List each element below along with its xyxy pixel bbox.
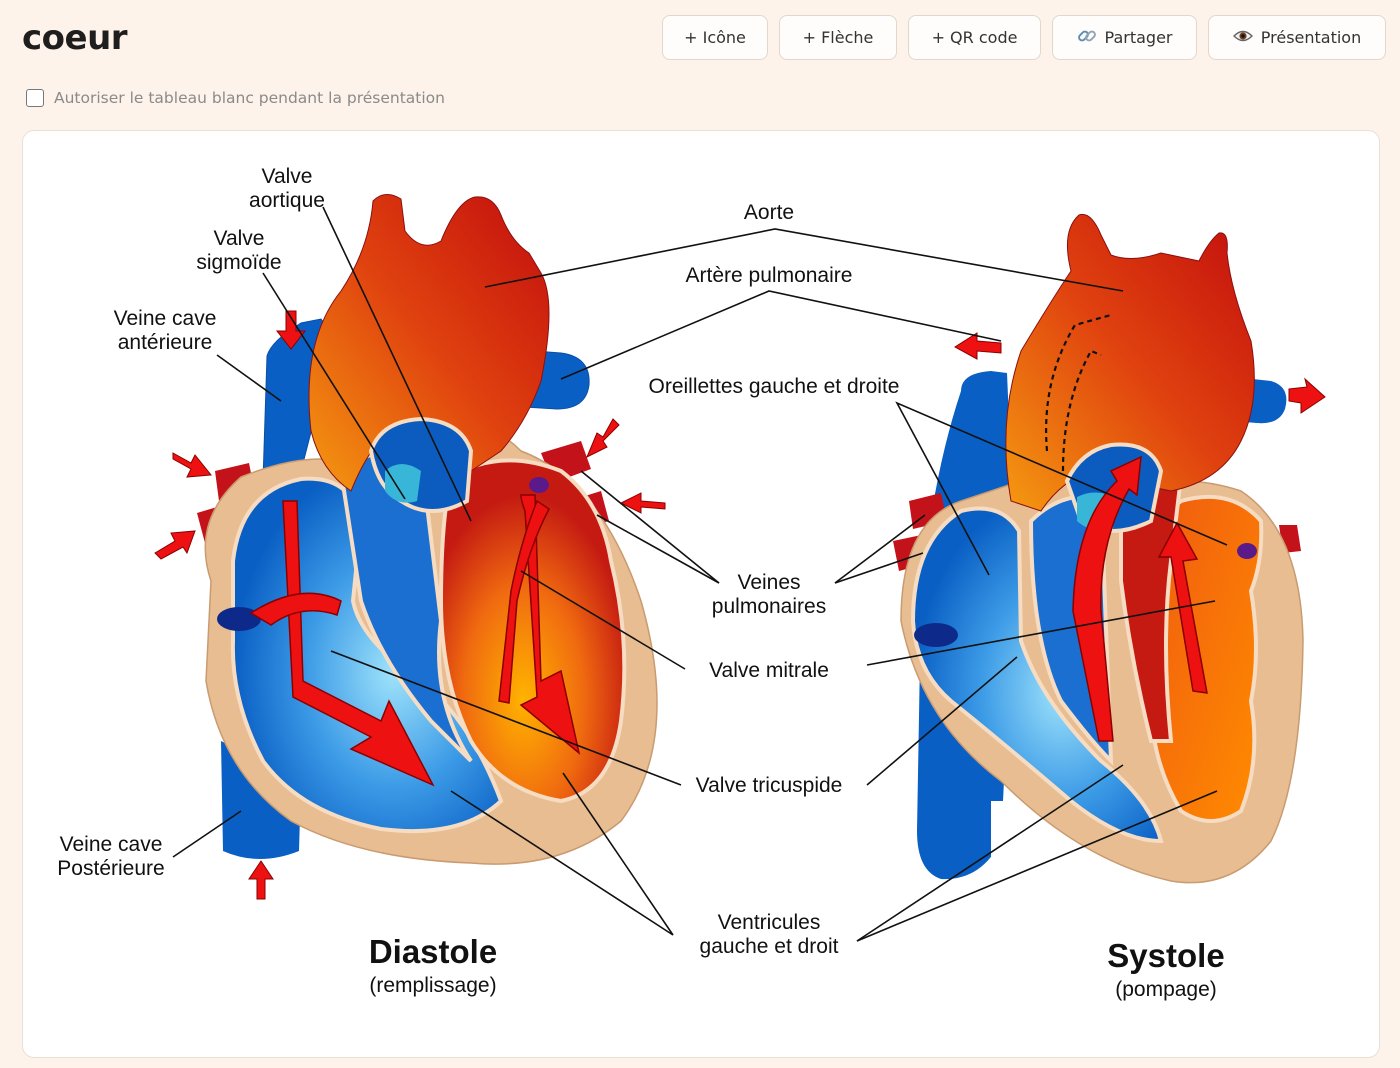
eye-icon: [1232, 28, 1253, 48]
systole-title: Systole: [1107, 937, 1224, 974]
label-veine-cave-posterieure-1: Veine cave: [60, 833, 163, 856]
systole-subtitle: (pompage): [1115, 978, 1217, 1001]
whiteboard-checkbox-label[interactable]: Autoriser le tableau blanc pendant la pr…: [54, 89, 445, 107]
diagram-labels: Valve aortique Valve sigmoïde Veine cave…: [57, 165, 1224, 1001]
link-icon: [1077, 26, 1097, 50]
label-valve-tricuspide: Valve tricuspide: [696, 774, 843, 797]
whiteboard-option: Autoriser le tableau blanc pendant la pr…: [26, 89, 445, 107]
share-label: Partager: [1104, 28, 1173, 47]
presentation-button[interactable]: Présentation: [1208, 15, 1386, 60]
add-icon-button[interactable]: + Icône: [662, 15, 768, 60]
app-title: coeur: [22, 18, 128, 58]
label-oreillettes: Oreillettes gauche et droite: [649, 375, 900, 398]
leader-lines: [172, 206, 1228, 942]
presentation-label: Présentation: [1260, 28, 1362, 47]
diastole-heart: [154, 194, 666, 900]
add-qr-code-label: + QR code: [931, 28, 1018, 47]
share-button[interactable]: Partager: [1052, 15, 1197, 60]
label-veines-pulmonaires-2: pulmonaires: [712, 595, 826, 618]
systole-heart: [893, 213, 1326, 884]
label-veines-pulmonaires-1: Veines: [737, 571, 800, 594]
label-ventricules-1: Ventricules: [718, 911, 821, 934]
label-artere-pulmonaire: Artère pulmonaire: [686, 264, 853, 287]
add-arrow-button[interactable]: + Flèche: [779, 15, 897, 60]
label-valve-sigmoide-1: Valve: [214, 227, 265, 250]
heart-diagram: Valve aortique Valve sigmoïde Veine cave…: [57, 165, 1326, 1001]
add-icon-label: + Icône: [684, 28, 746, 47]
whiteboard-canvas[interactable]: Valve aortique Valve sigmoïde Veine cave…: [22, 130, 1380, 1058]
toolbar: + Icône + Flèche + QR code Partager Prés…: [662, 15, 1386, 60]
diastole-title: Diastole: [369, 933, 497, 970]
label-aorte: Aorte: [744, 201, 794, 224]
label-valve-mitrale: Valve mitrale: [709, 659, 829, 682]
label-ventricules-2: gauche et droit: [700, 935, 839, 958]
add-qr-code-button[interactable]: + QR code: [908, 15, 1041, 60]
label-valve-sigmoide-2: sigmoïde: [196, 251, 281, 274]
label-veine-cave-anterieure-1: Veine cave: [114, 307, 217, 330]
label-veine-cave-anterieure-2: antérieure: [118, 331, 213, 354]
diastole-subtitle: (remplissage): [369, 974, 496, 997]
label-veine-cave-posterieure-2: Postérieure: [57, 857, 164, 880]
label-valve-aortique-2: aortique: [249, 189, 325, 212]
whiteboard-checkbox[interactable]: [26, 89, 44, 107]
label-valve-aortique-1: Valve: [262, 165, 313, 188]
add-arrow-label: + Flèche: [802, 28, 874, 47]
